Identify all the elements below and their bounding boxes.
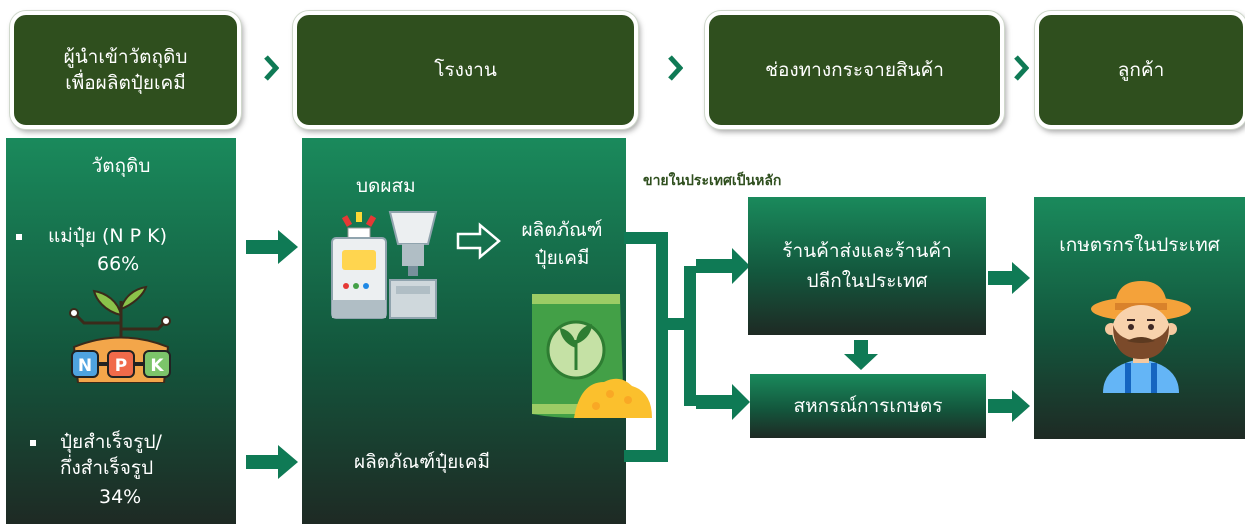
factory-bottom-label: ผลิตภัณฑ์ปุ๋ยเคมี xyxy=(354,451,490,473)
outline-arrow-icon xyxy=(456,222,501,260)
factory-panel: บดผสม ผลิตภัณฑ์ ปุ๋ยเคมี ผล xyxy=(302,138,652,524)
stage-importer: ผู้นำเข้าวัตถุดิบ เพื่อผลิตปุ๋ยเคมี xyxy=(10,11,241,129)
npk-letter-n: N xyxy=(78,356,92,376)
mixer-machine-icon xyxy=(331,211,438,319)
connector-bracket xyxy=(624,232,750,462)
cooperative-panel: สหกรณ์การเกษตร xyxy=(750,374,986,438)
flow-arrow-icon xyxy=(988,262,1030,294)
farmer-icon xyxy=(1091,281,1191,393)
product-label-line2: ปุ๋ยเคมี xyxy=(534,247,590,269)
farmer-label: เกษตรกรในประเทศ xyxy=(1059,234,1220,256)
fertilizer-bag-icon xyxy=(532,294,652,418)
chevron-right-icon xyxy=(668,55,683,81)
cooperative-label: สหกรณ์การเกษตร xyxy=(793,395,943,417)
wholesale-line2: ปลีกในประเทศ xyxy=(806,270,928,292)
npk-letter-k: K xyxy=(150,356,164,376)
mix-label: บดผสม xyxy=(356,175,416,197)
flow-arrow-icon xyxy=(246,230,298,264)
wholesale-retail-panel: ร้านค้าส่งและร้านค้า ปลีกในประเทศ xyxy=(748,197,986,335)
npk-percent: 66% xyxy=(97,253,140,275)
bullet xyxy=(16,234,22,240)
npk-letter-p: P xyxy=(115,356,127,376)
ready-made-line2: กึ่งสำเร็จรูป xyxy=(60,457,154,479)
wholesale-line1: ร้านค้าส่งและร้านค้า xyxy=(782,240,952,262)
raw-materials-panel: วัตถุดิบ แม่ปุ๋ย (N P K) 66% N P K ปุ๋ยส… xyxy=(6,138,236,524)
chevron-right-icon xyxy=(1014,55,1029,81)
chevron-right-icon xyxy=(264,55,279,81)
product-label-line1: ผลิตภัณฑ์ xyxy=(521,219,603,241)
npk-plant-icon: N P K xyxy=(69,285,171,383)
stage-factory: โรงงาน xyxy=(293,11,638,129)
stage-distribution: ช่องทางกระจายสินค้า xyxy=(705,11,1004,129)
ready-made-line1: ปุ๋ยสำเร็จรูป/ xyxy=(60,431,162,453)
domestic-sales-caption: ขายในประเทศเป็นหลัก xyxy=(643,173,782,189)
stage-customer: ลูกค้า xyxy=(1035,11,1245,129)
ready-made-percent: 34% xyxy=(99,486,142,508)
npk-label: แม่ปุ๋ย (N P K) xyxy=(48,225,168,247)
flow-arrow-icon xyxy=(246,445,298,479)
down-arrow-icon xyxy=(844,340,878,370)
bullet xyxy=(30,440,36,446)
flow-arrow-icon xyxy=(988,390,1030,422)
raw-materials-title: วัตถุดิบ xyxy=(91,155,151,177)
farmer-panel: เกษตรกรในประเทศ xyxy=(1034,197,1245,439)
